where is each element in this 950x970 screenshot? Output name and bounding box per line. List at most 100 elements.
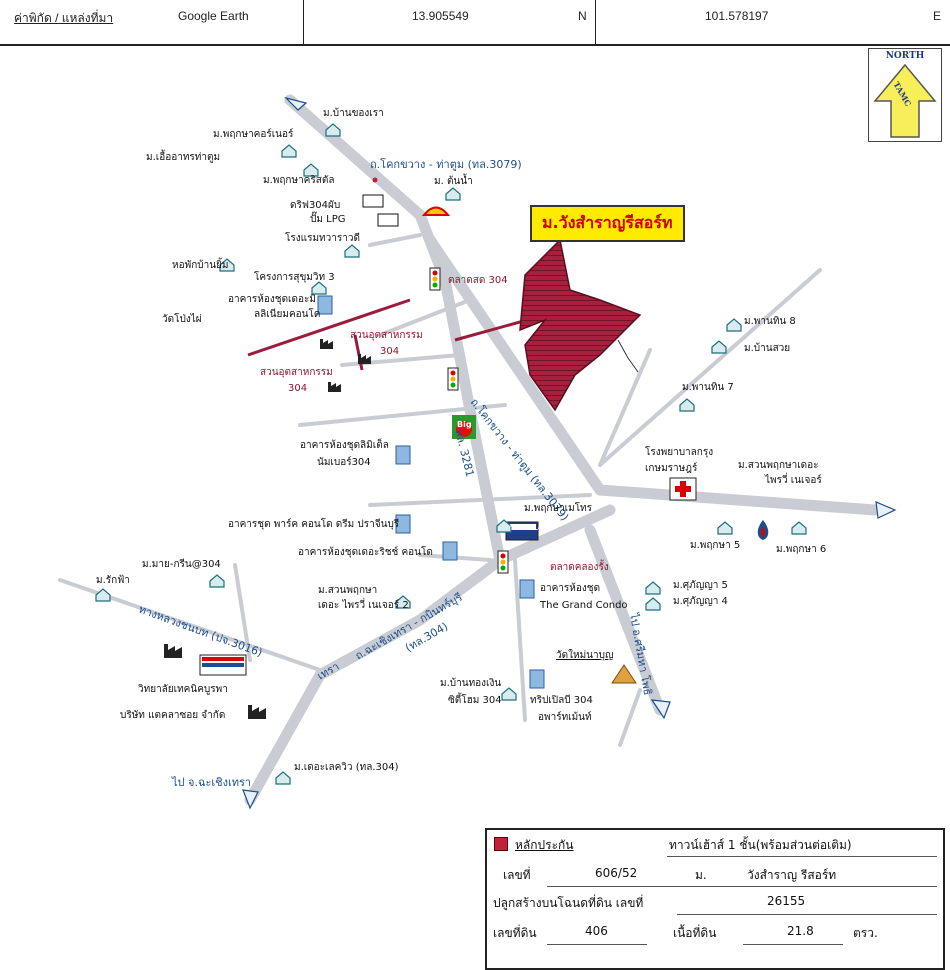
arrow-southeast-icon — [650, 699, 671, 720]
poi-label: ม.เดอะเลควิว (ทล.304) — [294, 762, 399, 773]
poi-label: ม.พานทิน 8 — [744, 316, 796, 327]
poi-label: ม.พฤกษาคอร์เนอร์ — [213, 128, 294, 140]
poi-label: อาคารห้องชุดเดอะมิ — [228, 293, 316, 305]
poi-label: โรงพยาบาลกรุง — [645, 445, 713, 458]
source-value: Google Earth — [178, 9, 249, 23]
poi-label: ม.พฤกษาเมโทร — [524, 501, 593, 514]
moo-label: ม. — [695, 868, 707, 882]
industrial-park-a-label: สวนอุตสาหกรรม — [350, 330, 423, 341]
latitude-direction: N — [578, 9, 587, 23]
poi-label: The Grand Condo — [539, 600, 628, 611]
latitude-value: 13.905549 — [412, 9, 469, 23]
poi-label: ม.บ้านสวย — [744, 342, 790, 354]
underline — [547, 886, 937, 887]
condo-icon — [395, 514, 411, 534]
industrial-park-a-number: 304 — [380, 346, 399, 357]
poi-box — [377, 213, 399, 227]
resort-plot — [519, 238, 642, 412]
condo-icon — [317, 295, 333, 315]
factory-icon — [248, 705, 266, 719]
poi-label: เดอะ ไพรวี่ เนเจอร์ 2 — [318, 597, 409, 611]
factory-icons — [164, 339, 371, 719]
poi-label: ซิตี้โฮม 304 — [448, 692, 502, 706]
header-divider — [595, 0, 596, 44]
poi-label: บริษัท แตคลาซอย จำกัด — [120, 710, 225, 721]
coordinate-header: ค่าพิกัด / แหล่งที่มา Google Earth 13.90… — [0, 0, 950, 46]
underline — [667, 856, 937, 857]
factory-icon — [320, 339, 333, 349]
poi-label: อาคารห้องชุดเดอะริชช์ คอนโด — [298, 545, 433, 558]
condo-icon — [442, 541, 458, 561]
to-chachoengsao-label: ไป จ.ฉะเชิงเทรา — [171, 776, 251, 789]
condo-icon — [529, 669, 545, 689]
deed-value: 26155 — [767, 894, 806, 908]
house-icon — [501, 687, 517, 701]
coordinate-label: ค่าพิกัด / แหล่งที่มา — [14, 11, 114, 25]
market-304-label: ตลาดสด 304 — [448, 275, 508, 286]
poi-label: ม. ต้นน้ำ — [434, 173, 473, 187]
road-prachin-label: ไป อ.ศรีมหา โพธิ — [627, 611, 655, 696]
village-name: วังสำราญ รีสอร์ท — [747, 868, 837, 882]
poi-label: ทริปเปิลบี 304 — [530, 694, 593, 706]
poi-label: ม.มาย-กรีน@304 — [142, 558, 221, 570]
industrial-park-b-label: สวนอุตสาหกรรม — [260, 367, 333, 378]
poi-label: ม.สวนพฤกษา — [318, 585, 377, 596]
land-area-value: 21.8 — [787, 924, 814, 938]
longitude-value: 101.578197 — [705, 9, 769, 23]
house-icon — [726, 318, 742, 332]
temple-icon — [611, 664, 637, 684]
poi-label: ม.เอื้ออาทรท่าตูม — [146, 149, 220, 163]
house-icon — [344, 244, 360, 258]
poi-label: วัดใหม่นาบุญ — [556, 649, 614, 661]
traffic-light-icon — [429, 267, 441, 291]
north-arrow-icon — [873, 63, 937, 138]
poi-label: อพาร์ทเม้นท์ — [538, 711, 592, 723]
industrial-park-b-number: 304 — [288, 383, 307, 394]
house-icon — [717, 521, 733, 535]
shell-station-icon — [421, 206, 451, 216]
deed-label: ปลูกสร้างบนโฉนดที่ดิน เลขที่ — [493, 896, 644, 910]
poi-label: ปั๊ม LPG — [310, 211, 345, 225]
minor-roads — [58, 233, 822, 747]
land-area-unit: ตรว. — [853, 926, 878, 940]
housing-icons — [95, 123, 807, 785]
poi-label: โรงแรมทวาราวดี — [285, 231, 360, 244]
map-canvas: Big — [58, 94, 897, 810]
poi-label: ม.ศุภัญญา 5 — [673, 580, 728, 591]
poi-label: ม.พฤกษา 6 — [776, 544, 826, 555]
condo-icon — [395, 445, 411, 465]
poi-label: ม.ศุภัญญา 4 — [673, 596, 728, 607]
poi-box — [362, 194, 384, 208]
poi-label: โครงการสุขุมวิท 3 — [254, 270, 335, 283]
land-area-label: เนื้อที่ดิน — [673, 926, 717, 940]
poi-label: หอพักบ้านยิ้ม — [172, 257, 229, 271]
factory-icon — [328, 382, 341, 392]
house-icon — [791, 521, 807, 535]
house-icon — [325, 123, 341, 137]
hospital-icon — [669, 477, 697, 501]
poi-label: ม.บ้านของเรา — [323, 107, 384, 119]
property-info-box: หลักประกัน ทาวน์เฮ้าส์ 1 ชั้น(พร้อมส่วนต… — [485, 828, 945, 970]
factory-icon — [164, 644, 182, 658]
house-icon — [209, 574, 225, 588]
traffic-light-icon — [497, 550, 509, 574]
underline — [743, 944, 843, 945]
house-icon — [303, 163, 319, 177]
major-roads — [244, 94, 881, 806]
plot-pointer — [617, 339, 639, 373]
arrow-east-icon — [875, 501, 897, 519]
svg-text:Big: Big — [457, 420, 472, 429]
house-icon — [95, 588, 111, 602]
poi-label: วัดโป่งไผ่ — [162, 312, 202, 325]
poi-label: เกษมราษฎร์ — [645, 462, 698, 474]
tesco-label: TESCO Lotus — [510, 525, 553, 532]
collateral-label: หลักประกัน — [515, 838, 574, 852]
poi-label: ม.พานทิน 7 — [682, 382, 734, 393]
poi-label: อาคารชุด พาร์ค คอนโด ดรีม ปราจีนบุรี — [228, 517, 400, 530]
house-icon — [645, 597, 661, 611]
college-icon — [199, 654, 247, 676]
house-no-value: 606/52 — [595, 866, 638, 880]
condo-icon — [519, 579, 535, 599]
house-icon — [275, 771, 291, 785]
house-icon — [679, 398, 695, 412]
